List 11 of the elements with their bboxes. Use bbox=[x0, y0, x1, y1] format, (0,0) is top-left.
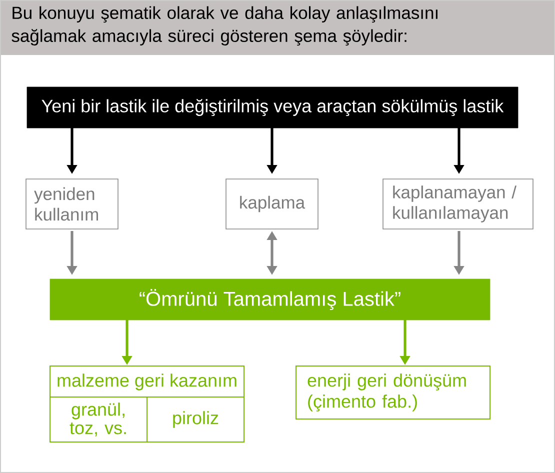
table-cell: granül, toz, vs. bbox=[50, 396, 148, 442]
title-band: Bu konuyu şematik olarak ve daha kolay anlaşılmasını sağlamak amacıyla süreci gösteren şema şöyledir: bbox=[1, 1, 554, 55]
process-box: kaplama bbox=[226, 178, 318, 230]
process-box: enerji geri dönüşüm (çimento fab.) bbox=[296, 366, 490, 420]
banner: Yeni bir lastik ile değiştirilmiş veya araçtan sökülmüş lastik bbox=[26, 86, 518, 128]
process-box: yeniden kullanım bbox=[26, 178, 118, 230]
banner: “Ömrünü Tamamlamış Lastik” bbox=[50, 278, 490, 320]
group-box bbox=[50, 366, 244, 442]
table-cell: piroliz bbox=[146, 396, 244, 442]
process-box: kaplanamayan / kullanılamayan bbox=[382, 178, 534, 230]
group-heading: malzeme geri kazanım bbox=[58, 374, 236, 390]
